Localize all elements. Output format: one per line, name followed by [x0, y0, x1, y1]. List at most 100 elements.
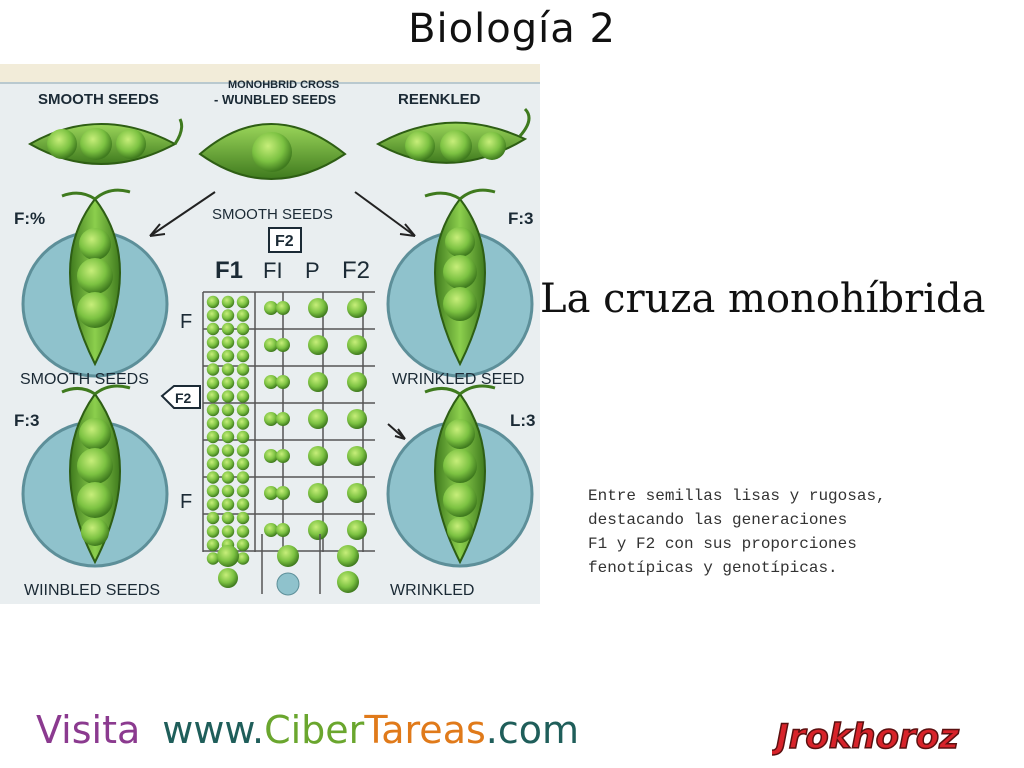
pea-pod-top-left: [27, 118, 184, 165]
footer-website: Visita www.CiberTareas.com: [36, 708, 579, 752]
footer-link-ciber[interactable]: Ciber: [264, 708, 365, 752]
grid-pea: [206, 511, 220, 525]
grid-pea: [221, 417, 235, 430]
grid-pea: [264, 523, 278, 537]
grid-pea: [221, 430, 235, 444]
grid-pea: [206, 322, 220, 336]
description-line: F1 y F2 con sus proporciones: [588, 535, 857, 553]
grid-pea: [308, 483, 328, 503]
footer-link-tareas[interactable]: Tareas: [364, 708, 486, 752]
grid-pea: [206, 363, 220, 376]
grid-pea: [206, 336, 220, 349]
grid-pea: [308, 372, 328, 392]
grid-pea: [206, 417, 220, 430]
grid-pea: [206, 457, 220, 471]
grid-pea: [264, 338, 278, 352]
grid-pea: [206, 403, 220, 417]
svg-text:F2: F2: [175, 390, 192, 406]
bottom-seed-row: [217, 534, 359, 596]
grid-pea: [308, 409, 328, 429]
footer-link-com[interactable]: .com: [485, 708, 580, 752]
grid-pea: [206, 525, 220, 538]
grid-pea: [276, 375, 290, 389]
grid-pea: [236, 430, 250, 444]
top-left-label: SMOOTH SEEDS: [38, 91, 159, 108]
grid-pea: [221, 295, 235, 309]
grid-pea: [236, 457, 250, 471]
grid-pea: [221, 525, 235, 538]
side-f2-badge: [160, 385, 201, 409]
punnett-grid: [202, 291, 375, 565]
grid-pea: [264, 486, 278, 500]
grid-pea: [221, 511, 235, 525]
grid-pea: [236, 322, 250, 336]
row-label-f-top: F: [180, 311, 192, 333]
jrokhoroz-logo: Jrokhoroz: [772, 716, 960, 758]
grid-pea: [236, 403, 250, 417]
grid-pea: [276, 486, 290, 500]
grid-pea: [308, 520, 328, 540]
grid-pea: [347, 483, 367, 503]
grid-pea: [206, 390, 220, 403]
pea-pod-right-upper: [424, 188, 496, 367]
slide-description: Entre semillas lisas y rugosas, destacan…: [588, 484, 998, 580]
grid-pea: [206, 295, 220, 309]
grid-pea: [206, 484, 220, 498]
monohybrid-cross-illustration: SMOOTH SEEDS MONOHBRID CROSS - WUNBLED S…: [0, 64, 540, 604]
pea-pod-top-right: [375, 107, 531, 164]
grid-pea: [221, 403, 235, 417]
grid-pea: [236, 363, 250, 376]
grid-pea: [221, 471, 235, 484]
pea-pod-right-lower: [424, 384, 496, 565]
grid-pea: [221, 376, 235, 390]
grid-pea: [276, 449, 290, 463]
grid-pea: [236, 471, 250, 484]
grid-pea: [347, 520, 367, 540]
col-header-f1a: F1: [215, 257, 243, 284]
pea-pod-left-upper: [61, 188, 131, 367]
grid-pea: [347, 446, 367, 466]
grid-pea: [206, 430, 220, 444]
grid-pea: [206, 349, 220, 363]
grid-pea: [206, 471, 220, 484]
grid-pea: [236, 538, 250, 552]
grid-pea: [347, 298, 367, 318]
grid-pea: [221, 363, 235, 376]
grid-pea: [276, 301, 290, 315]
grid-pea: [206, 376, 220, 390]
grid-pea: [236, 511, 250, 525]
bottom-right-label: WRINKLED: [390, 582, 474, 599]
top-right-label: REENKLED: [398, 91, 481, 108]
pea-pod-top-center: [198, 123, 347, 180]
grid-pea: [347, 335, 367, 355]
grid-pea: [206, 444, 220, 457]
top-center-label-2: - WUNBLED SEEDS: [214, 92, 336, 107]
grid-pea: [221, 309, 235, 322]
page-header-title: Biología 2: [408, 6, 616, 52]
grid-pea: [308, 298, 328, 318]
right-gen-top-label: F:3: [508, 209, 534, 228]
grid-pea: [308, 335, 328, 355]
grid-pea: [236, 444, 250, 457]
grid-pea: [206, 538, 220, 552]
grid-pea: [236, 552, 250, 565]
grid-pea: [236, 309, 250, 322]
col-header-f2: F2: [342, 257, 370, 284]
description-line: fenotípicas y genotípicas.: [588, 559, 838, 577]
mid-right-label: WRINKLED SEED: [392, 371, 524, 388]
grid-pea: [221, 322, 235, 336]
grid-pea: [236, 336, 250, 349]
footer-visita: Visita: [36, 708, 141, 752]
grid-pea: [308, 446, 328, 466]
description-line: destacando las generaciones: [588, 511, 848, 529]
footer-link-www[interactable]: www.: [162, 708, 265, 752]
left-gen-top-label: F:%: [14, 209, 45, 228]
grid-pea: [347, 372, 367, 392]
f2-badge: [268, 227, 302, 253]
grid-pea: [206, 309, 220, 322]
top-center-label-1: MONOHBRID CROSS: [228, 79, 339, 91]
grid-pea: [221, 390, 235, 403]
grid-pea: [347, 409, 367, 429]
grid-pea: [236, 390, 250, 403]
grid-pea: [221, 349, 235, 363]
